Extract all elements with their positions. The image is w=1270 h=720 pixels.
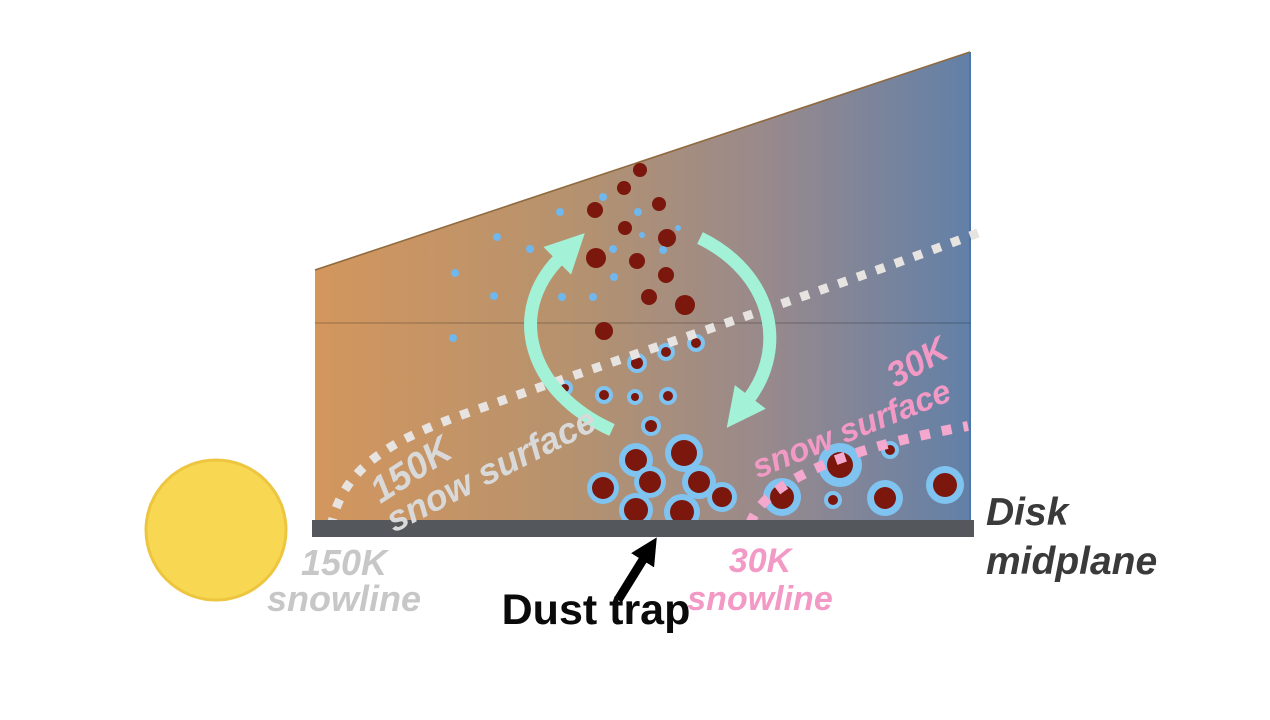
bare-dust-grain xyxy=(675,295,695,315)
bare-dust-grain xyxy=(652,197,666,211)
dust-trap-arrow-icon xyxy=(614,537,657,603)
ice-particle xyxy=(558,293,566,301)
ice-coated-grains-group xyxy=(557,334,964,530)
grain-core xyxy=(688,471,710,493)
grain-core xyxy=(933,473,957,497)
grain-core xyxy=(645,420,657,432)
grain-core xyxy=(592,477,614,499)
ice-particle xyxy=(609,245,617,253)
bare-dust-grain xyxy=(658,229,676,247)
ice-particle xyxy=(556,208,564,216)
ice-particle xyxy=(599,193,607,201)
snowline-150k-label-temp: 150K xyxy=(301,542,390,583)
ice-particle xyxy=(490,292,498,300)
bare-dust-grain xyxy=(586,248,606,268)
grain-core xyxy=(599,390,609,400)
disk-midplane-bar xyxy=(312,520,974,537)
grain-core xyxy=(691,338,701,348)
disk-top-edge xyxy=(314,51,971,271)
grain-core xyxy=(639,471,661,493)
bare-dust-grain xyxy=(633,163,647,177)
ice-particles-group xyxy=(449,193,681,342)
grain-core xyxy=(671,440,697,466)
bare-dust-grain xyxy=(617,181,631,195)
grain-core xyxy=(624,498,648,522)
ice-particle xyxy=(634,208,642,216)
bare-dust-grain xyxy=(629,253,645,269)
grain-core xyxy=(670,500,694,524)
ice-particle xyxy=(610,273,618,281)
grain-core xyxy=(631,393,639,401)
ice-particle xyxy=(451,269,459,277)
ice-particle xyxy=(639,232,645,238)
grain-core xyxy=(770,485,794,509)
bare-dust-grain xyxy=(641,289,657,305)
bare-dust-grains-group xyxy=(586,163,695,340)
central-star xyxy=(144,458,288,602)
upward-circulation-arrow-icon xyxy=(524,233,615,436)
grain-core xyxy=(631,357,643,369)
ice-particle xyxy=(589,293,597,301)
grain-core xyxy=(827,452,853,478)
snowline-30k-label-temp: 30K xyxy=(729,542,794,580)
disk-midplane-label-line2: midplane xyxy=(986,540,1157,583)
grain-core xyxy=(661,347,671,357)
bare-dust-grain xyxy=(658,267,674,283)
dust-trap-label: Dust trap xyxy=(502,586,691,634)
grain-core xyxy=(874,487,896,509)
downward-circulation-arrow-icon xyxy=(697,232,777,428)
disk-wedge xyxy=(315,52,970,532)
grain-core xyxy=(712,487,732,507)
ice-particle xyxy=(659,246,667,254)
bare-dust-grain xyxy=(618,221,632,235)
bare-dust-grain xyxy=(587,202,603,218)
disk-midplane-label-line1: Disk xyxy=(986,491,1071,534)
grain-core xyxy=(828,495,838,505)
grain-core xyxy=(663,391,673,401)
bare-dust-grain xyxy=(595,322,613,340)
ice-particle xyxy=(449,334,457,342)
ice-particle xyxy=(526,245,534,253)
snow-surface-30k-dotted-line xyxy=(745,421,969,526)
ice-particle xyxy=(493,233,501,241)
snow-surface-150k-dotted-line xyxy=(326,228,980,528)
grain-core xyxy=(625,449,647,471)
ice-particle xyxy=(675,225,681,231)
snowline-150k-label-text: snowline xyxy=(267,578,421,619)
snowline-30k-label-text: snowline xyxy=(687,580,832,618)
